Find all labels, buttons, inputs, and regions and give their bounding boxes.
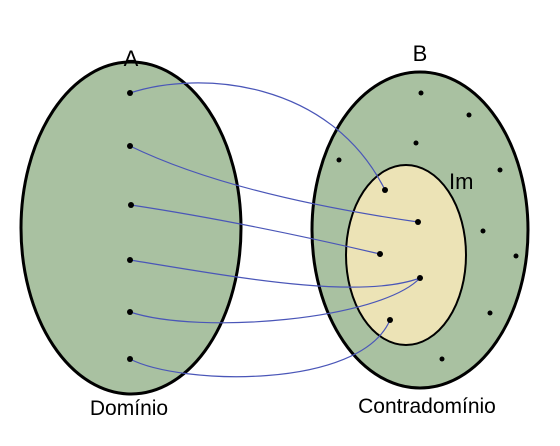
codomain-point bbox=[480, 228, 486, 234]
set-a-label: A bbox=[124, 46, 139, 71]
codomain-point bbox=[497, 167, 503, 173]
mapping-curve bbox=[129, 82, 386, 191]
image-point bbox=[417, 275, 423, 281]
codomain-point bbox=[466, 112, 472, 118]
codomain-point bbox=[439, 356, 445, 362]
domain-point bbox=[127, 143, 133, 149]
mapping-arrows bbox=[129, 82, 421, 378]
image-point bbox=[415, 219, 421, 225]
image-label: Im bbox=[449, 169, 473, 194]
codomain-point bbox=[418, 90, 424, 96]
mapping-curve bbox=[129, 277, 421, 324]
domain-point bbox=[127, 309, 133, 315]
image-point bbox=[377, 251, 383, 257]
codomain-point bbox=[487, 310, 493, 316]
codomain-points bbox=[336, 90, 519, 362]
codomain-caption: Contradomínio bbox=[358, 395, 496, 418]
mapping-curve bbox=[129, 319, 391, 378]
image-points bbox=[377, 187, 423, 323]
image-set-ellipse bbox=[345, 164, 467, 346]
set-b-label: B bbox=[413, 41, 428, 66]
domain-points bbox=[127, 90, 134, 362]
domain-set-ellipse bbox=[19, 60, 243, 396]
mapping-curve bbox=[130, 204, 381, 255]
domain-point bbox=[127, 90, 133, 96]
mapping-curve bbox=[129, 145, 419, 223]
domain-caption: Domínio bbox=[90, 397, 168, 420]
codomain-point bbox=[336, 157, 342, 163]
codomain-point bbox=[513, 253, 519, 259]
domain-point bbox=[127, 356, 133, 362]
codomain-point bbox=[413, 140, 419, 146]
domain-point bbox=[127, 257, 133, 263]
mapping-curve bbox=[129, 259, 421, 288]
domain-point bbox=[128, 202, 134, 208]
image-point bbox=[387, 317, 393, 323]
image-point bbox=[382, 187, 388, 193]
